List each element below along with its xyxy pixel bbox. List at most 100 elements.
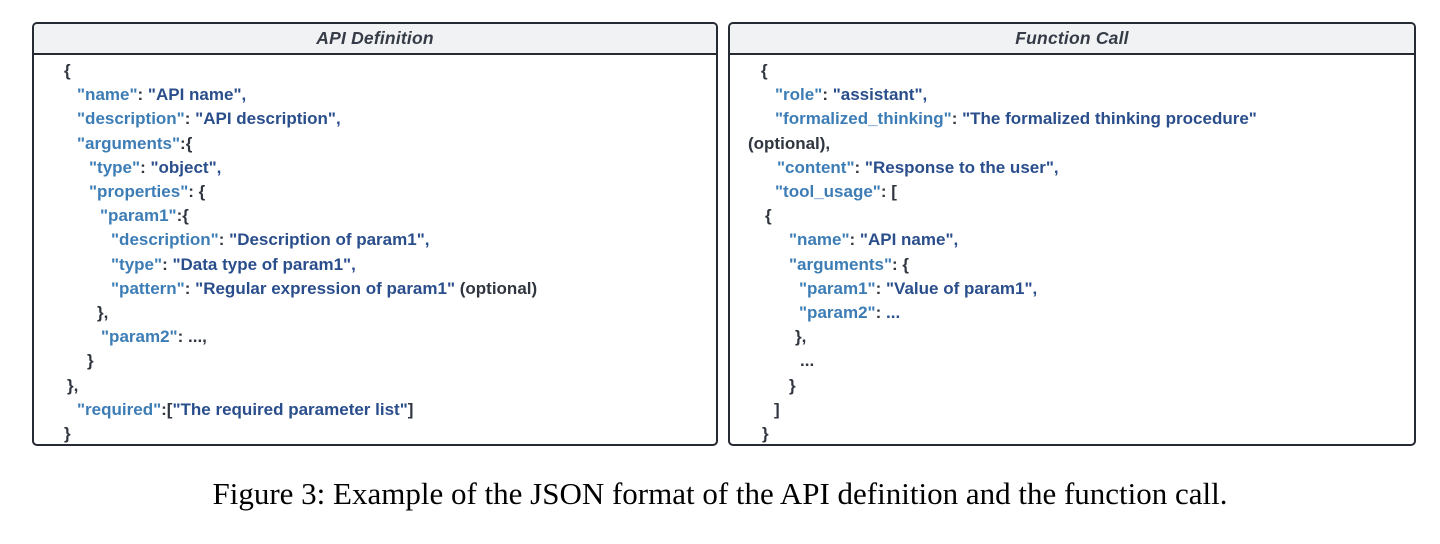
code-segment-plain: : bbox=[140, 157, 151, 177]
code-segment-plain: ... bbox=[800, 351, 815, 371]
code-segment-value: "The formalized thinking procedure" bbox=[962, 109, 1257, 129]
figure: API Definition {"name": "API name","desc… bbox=[32, 22, 1416, 511]
code-line: ] bbox=[748, 398, 1408, 422]
code-segment-plain: : bbox=[849, 230, 860, 250]
code-segment-key: "arguments" bbox=[789, 254, 893, 274]
code-line: "required":["The required parameter list… bbox=[52, 398, 710, 422]
code-segment-plain: :[ bbox=[161, 399, 173, 419]
code-segment-plain: : bbox=[162, 254, 173, 274]
code-segment-key: "param1" bbox=[100, 206, 177, 226]
code-line: { bbox=[748, 204, 1408, 228]
code-segment-value: "API name", bbox=[147, 85, 247, 105]
code-segment-plain: : bbox=[875, 278, 886, 298]
code-line: "tool_usage": [ bbox=[748, 180, 1408, 204]
code-segment-key: "content" bbox=[777, 157, 855, 177]
code-segment-plain: { bbox=[765, 206, 772, 226]
code-line: }, bbox=[52, 301, 710, 325]
code-segment-plain: (optional), bbox=[748, 133, 831, 153]
code-segment-plain: : bbox=[137, 85, 148, 105]
code-segment-plain: : bbox=[184, 109, 196, 129]
code-segment-key: "required" bbox=[77, 399, 162, 419]
code-segment-key: "tool_usage" bbox=[775, 182, 881, 202]
code-line: "arguments": { bbox=[748, 253, 1408, 277]
code-segment-plain: ..., bbox=[188, 327, 207, 347]
code-segment-value: "object", bbox=[150, 157, 222, 177]
code-segment-key: "formalized_thinking" bbox=[775, 109, 952, 129]
code-segment-value: ... bbox=[886, 303, 901, 323]
code-line: "type": "object", bbox=[52, 156, 710, 180]
api-definition-title: API Definition bbox=[316, 28, 434, 48]
code-line: { bbox=[748, 59, 1408, 83]
code-segment-plain: :{ bbox=[180, 133, 193, 153]
code-segment-value: "API name", bbox=[859, 230, 959, 250]
code-line: "param1": "Value of param1", bbox=[748, 277, 1408, 301]
code-line: } bbox=[748, 422, 1408, 444]
code-line: "formalized_thinking": "The formalized t… bbox=[748, 107, 1408, 131]
code-line: }, bbox=[748, 325, 1408, 349]
code-segment-key: "pattern" bbox=[111, 278, 185, 298]
code-segment-plain: }, bbox=[97, 303, 109, 323]
code-segment-plain: : bbox=[822, 85, 833, 105]
code-line: "name": "API name", bbox=[52, 83, 710, 107]
code-segment-value: "API description", bbox=[195, 109, 341, 129]
code-segment-key: "name" bbox=[77, 85, 138, 105]
panel-function-call: Function Call { "role": "assistant","form… bbox=[728, 22, 1416, 446]
code-line: "content": "Response to the user", bbox=[748, 156, 1408, 180]
figure-caption: Figure 3: Example of the JSON format of … bbox=[212, 476, 1228, 511]
code-segment-plain: : bbox=[951, 109, 963, 129]
code-segment-plain: : { bbox=[188, 182, 206, 202]
code-line: "properties": { bbox=[52, 180, 710, 204]
panels-row: API Definition {"name": "API name","desc… bbox=[32, 22, 1416, 446]
code-segment-key: "description" bbox=[111, 230, 219, 250]
code-line: "param1":{ bbox=[52, 204, 710, 228]
code-line: "type": "Data type of param1", bbox=[52, 253, 710, 277]
code-segment-plain: ] bbox=[407, 399, 414, 419]
code-segment-plain: : bbox=[218, 230, 230, 250]
code-line: { bbox=[52, 59, 710, 83]
code-segment-value: "Response to the user", bbox=[864, 157, 1059, 177]
panel-api-definition: API Definition {"name": "API name","desc… bbox=[32, 22, 718, 446]
code-segment-plain: } bbox=[762, 424, 769, 444]
code-segment-key: "properties" bbox=[89, 182, 189, 202]
api-definition-header: API Definition bbox=[34, 24, 716, 55]
code-line: "param2": ..., bbox=[52, 325, 710, 349]
code-line: } bbox=[748, 374, 1408, 398]
function-call-title: Function Call bbox=[1015, 28, 1129, 48]
code-segment-value: "Description of param1", bbox=[229, 230, 430, 250]
code-segment-plain: : bbox=[875, 303, 886, 323]
code-line: (optional), bbox=[748, 132, 1408, 156]
code-segment-value: "The required parameter list" bbox=[172, 399, 408, 419]
code-line: } bbox=[52, 422, 710, 444]
code-segment-plain: } bbox=[64, 424, 71, 444]
code-segment-key: "param2" bbox=[799, 303, 876, 323]
code-segment-plain: { bbox=[761, 61, 768, 80]
code-segment-value: "Regular expression of param1" bbox=[195, 278, 456, 298]
function-call-code-block: { "role": "assistant","formalized_thinkin… bbox=[730, 55, 1414, 444]
function-call-header: Function Call bbox=[730, 24, 1414, 55]
code-segment-plain: : bbox=[854, 157, 865, 177]
code-line: "name": "API name", bbox=[748, 228, 1408, 252]
code-segment-plain: } bbox=[789, 375, 796, 395]
code-segment-key: "arguments" bbox=[77, 133, 181, 153]
api-definition-code-block: {"name": "API name","description": "API … bbox=[34, 55, 716, 444]
code-segment-plain: : bbox=[184, 278, 196, 298]
code-segment-value: "assistant", bbox=[832, 85, 928, 105]
code-segment-value: "Value of param1", bbox=[886, 278, 1038, 298]
code-line: }, bbox=[52, 374, 710, 398]
code-segment-plain: }, bbox=[67, 375, 79, 395]
code-segment-plain: : bbox=[177, 327, 188, 347]
code-segment-plain: } bbox=[87, 351, 94, 371]
code-segment-plain: }, bbox=[795, 327, 807, 347]
code-line: "role": "assistant", bbox=[748, 83, 1408, 107]
code-segment-key: "name" bbox=[789, 230, 850, 250]
code-line: ... bbox=[748, 349, 1408, 373]
code-segment-key: "description" bbox=[77, 109, 185, 129]
code-segment-key: "param2" bbox=[101, 327, 178, 347]
code-line: "pattern": "Regular expression of param1… bbox=[52, 277, 710, 301]
code-segment-key: "type" bbox=[89, 157, 141, 177]
code-segment-key: "param1" bbox=[799, 278, 876, 298]
code-line: "arguments":{ bbox=[52, 132, 710, 156]
code-segment-plain: : { bbox=[892, 254, 910, 274]
code-segment-plain: :{ bbox=[176, 206, 189, 226]
code-segment-plain: (optional) bbox=[455, 278, 538, 298]
